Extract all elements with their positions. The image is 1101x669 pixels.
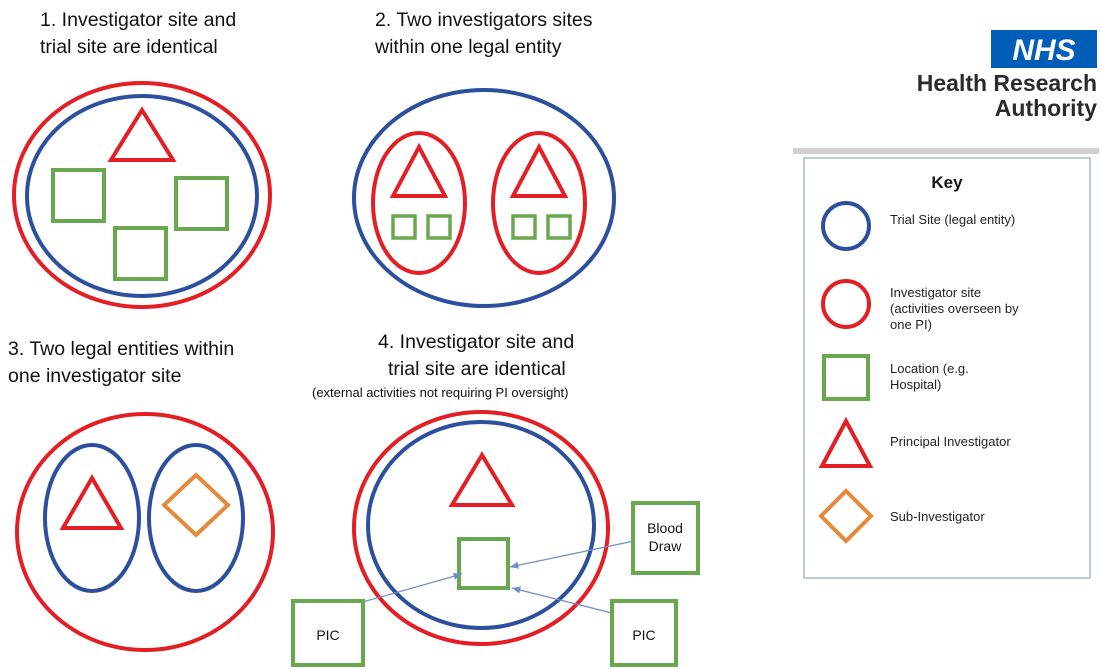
pic-left-box (291, 599, 365, 667)
nhs-logo-text: NHS (1012, 34, 1075, 67)
diagram-4-title-line-1: 4. Investigator site and (378, 331, 574, 353)
principal-investigator-triangle (389, 142, 449, 198)
principal-investigator-triangle (59, 474, 125, 530)
trial-site-ellipse (43, 443, 141, 593)
arrow-blood-draw (509, 540, 635, 569)
trial-site-circle (366, 420, 596, 630)
investigator-site-ellipse (491, 131, 587, 275)
key-item-trial-site-line-1: Trial Site (legal entity) (890, 212, 1015, 227)
logo-line-2: Authority (995, 95, 1097, 121)
location-square (546, 214, 572, 240)
diagram-2-title-line-2: within one legal entity (374, 36, 562, 58)
key-item-location-line-2: Hospital) (890, 377, 941, 392)
diagram-1-title-line-2: trial site are identical (40, 36, 218, 58)
logo-line-1: Health Research (917, 70, 1097, 96)
arrow-pic-right (511, 586, 613, 614)
red-triangle-icon (818, 416, 874, 468)
trial-site-circle (352, 88, 616, 308)
key-item-sub-investigator-line-1: Sub-Investigator (890, 509, 985, 524)
trial-site-ellipse (147, 443, 245, 593)
diagram-3: 3. Two legal entities within one investi… (8, 338, 275, 652)
diagram-4: 4. Investigator site and trial site are … (291, 331, 700, 667)
pic-right-label: PIC (632, 627, 655, 643)
investigator-site-ellipse (371, 131, 467, 275)
investigator-site-circle (15, 412, 275, 652)
key-title: Key (931, 173, 963, 192)
diagram-4-title-line-2: trial site are identical (388, 358, 566, 380)
diagram-1-title-line-1: 1. Investigator site and (40, 9, 236, 31)
blood-draw-label-line-2: Draw (649, 538, 683, 554)
location-square (113, 226, 168, 281)
pic-right-box (610, 599, 678, 667)
key-item-location-line-1: Location (e.g. (890, 361, 969, 376)
diagram-3-title-line-1: 3. Two legal entities within (8, 338, 234, 360)
investigator-site-circle (352, 410, 610, 646)
blood-draw-box (631, 501, 700, 575)
pic-left-label: PIC (316, 627, 339, 643)
location-square (391, 214, 417, 240)
key-item-investigator-site-line-1: Investigator site (890, 285, 981, 300)
key-panel: Key Trial Site (legal entity) Investigat… (793, 148, 1099, 579)
diagram-2-title-line-1: 2. Two investigators sites (375, 9, 593, 31)
key-box (803, 157, 1091, 579)
orange-diamond-icon (818, 488, 874, 544)
key-item-principal-investigator-line-1: Principal Investigator (890, 434, 1011, 449)
location-square (51, 168, 106, 223)
arrow-pic-left (351, 572, 463, 606)
key-item-investigator-site-line-2: (activities overseen by (890, 301, 1019, 316)
blue-circle-icon (821, 201, 871, 251)
key-panel-topbar (793, 148, 1099, 154)
principal-investigator-triangle (509, 142, 569, 198)
trial-site-circle (25, 94, 259, 298)
location-square (511, 214, 537, 240)
diagram-4-subtitle: (external activities not requiring PI ov… (312, 385, 569, 400)
investigator-site-circle (12, 81, 272, 309)
sub-investigator-diamond (161, 472, 231, 538)
green-square-icon (822, 354, 870, 401)
blood-draw-label-line-1: Blood (647, 520, 683, 536)
key-item-investigator-site-line-3: one PI) (890, 317, 932, 332)
nhs-logo-box (991, 30, 1097, 68)
principal-investigator-triangle (107, 106, 177, 162)
hra-logo: NHS Health Research Authority (917, 30, 1097, 121)
location-square (174, 176, 229, 231)
location-square (426, 214, 452, 240)
diagram-3-title-line-2: one investigator site (8, 365, 181, 387)
red-circle-icon (821, 279, 871, 329)
principal-investigator-triangle (448, 451, 516, 507)
location-square (457, 537, 510, 590)
diagram-2: 2. Two investigators sites within one le… (352, 9, 616, 308)
diagram-1: 1. Investigator site and trial site are … (12, 9, 272, 309)
